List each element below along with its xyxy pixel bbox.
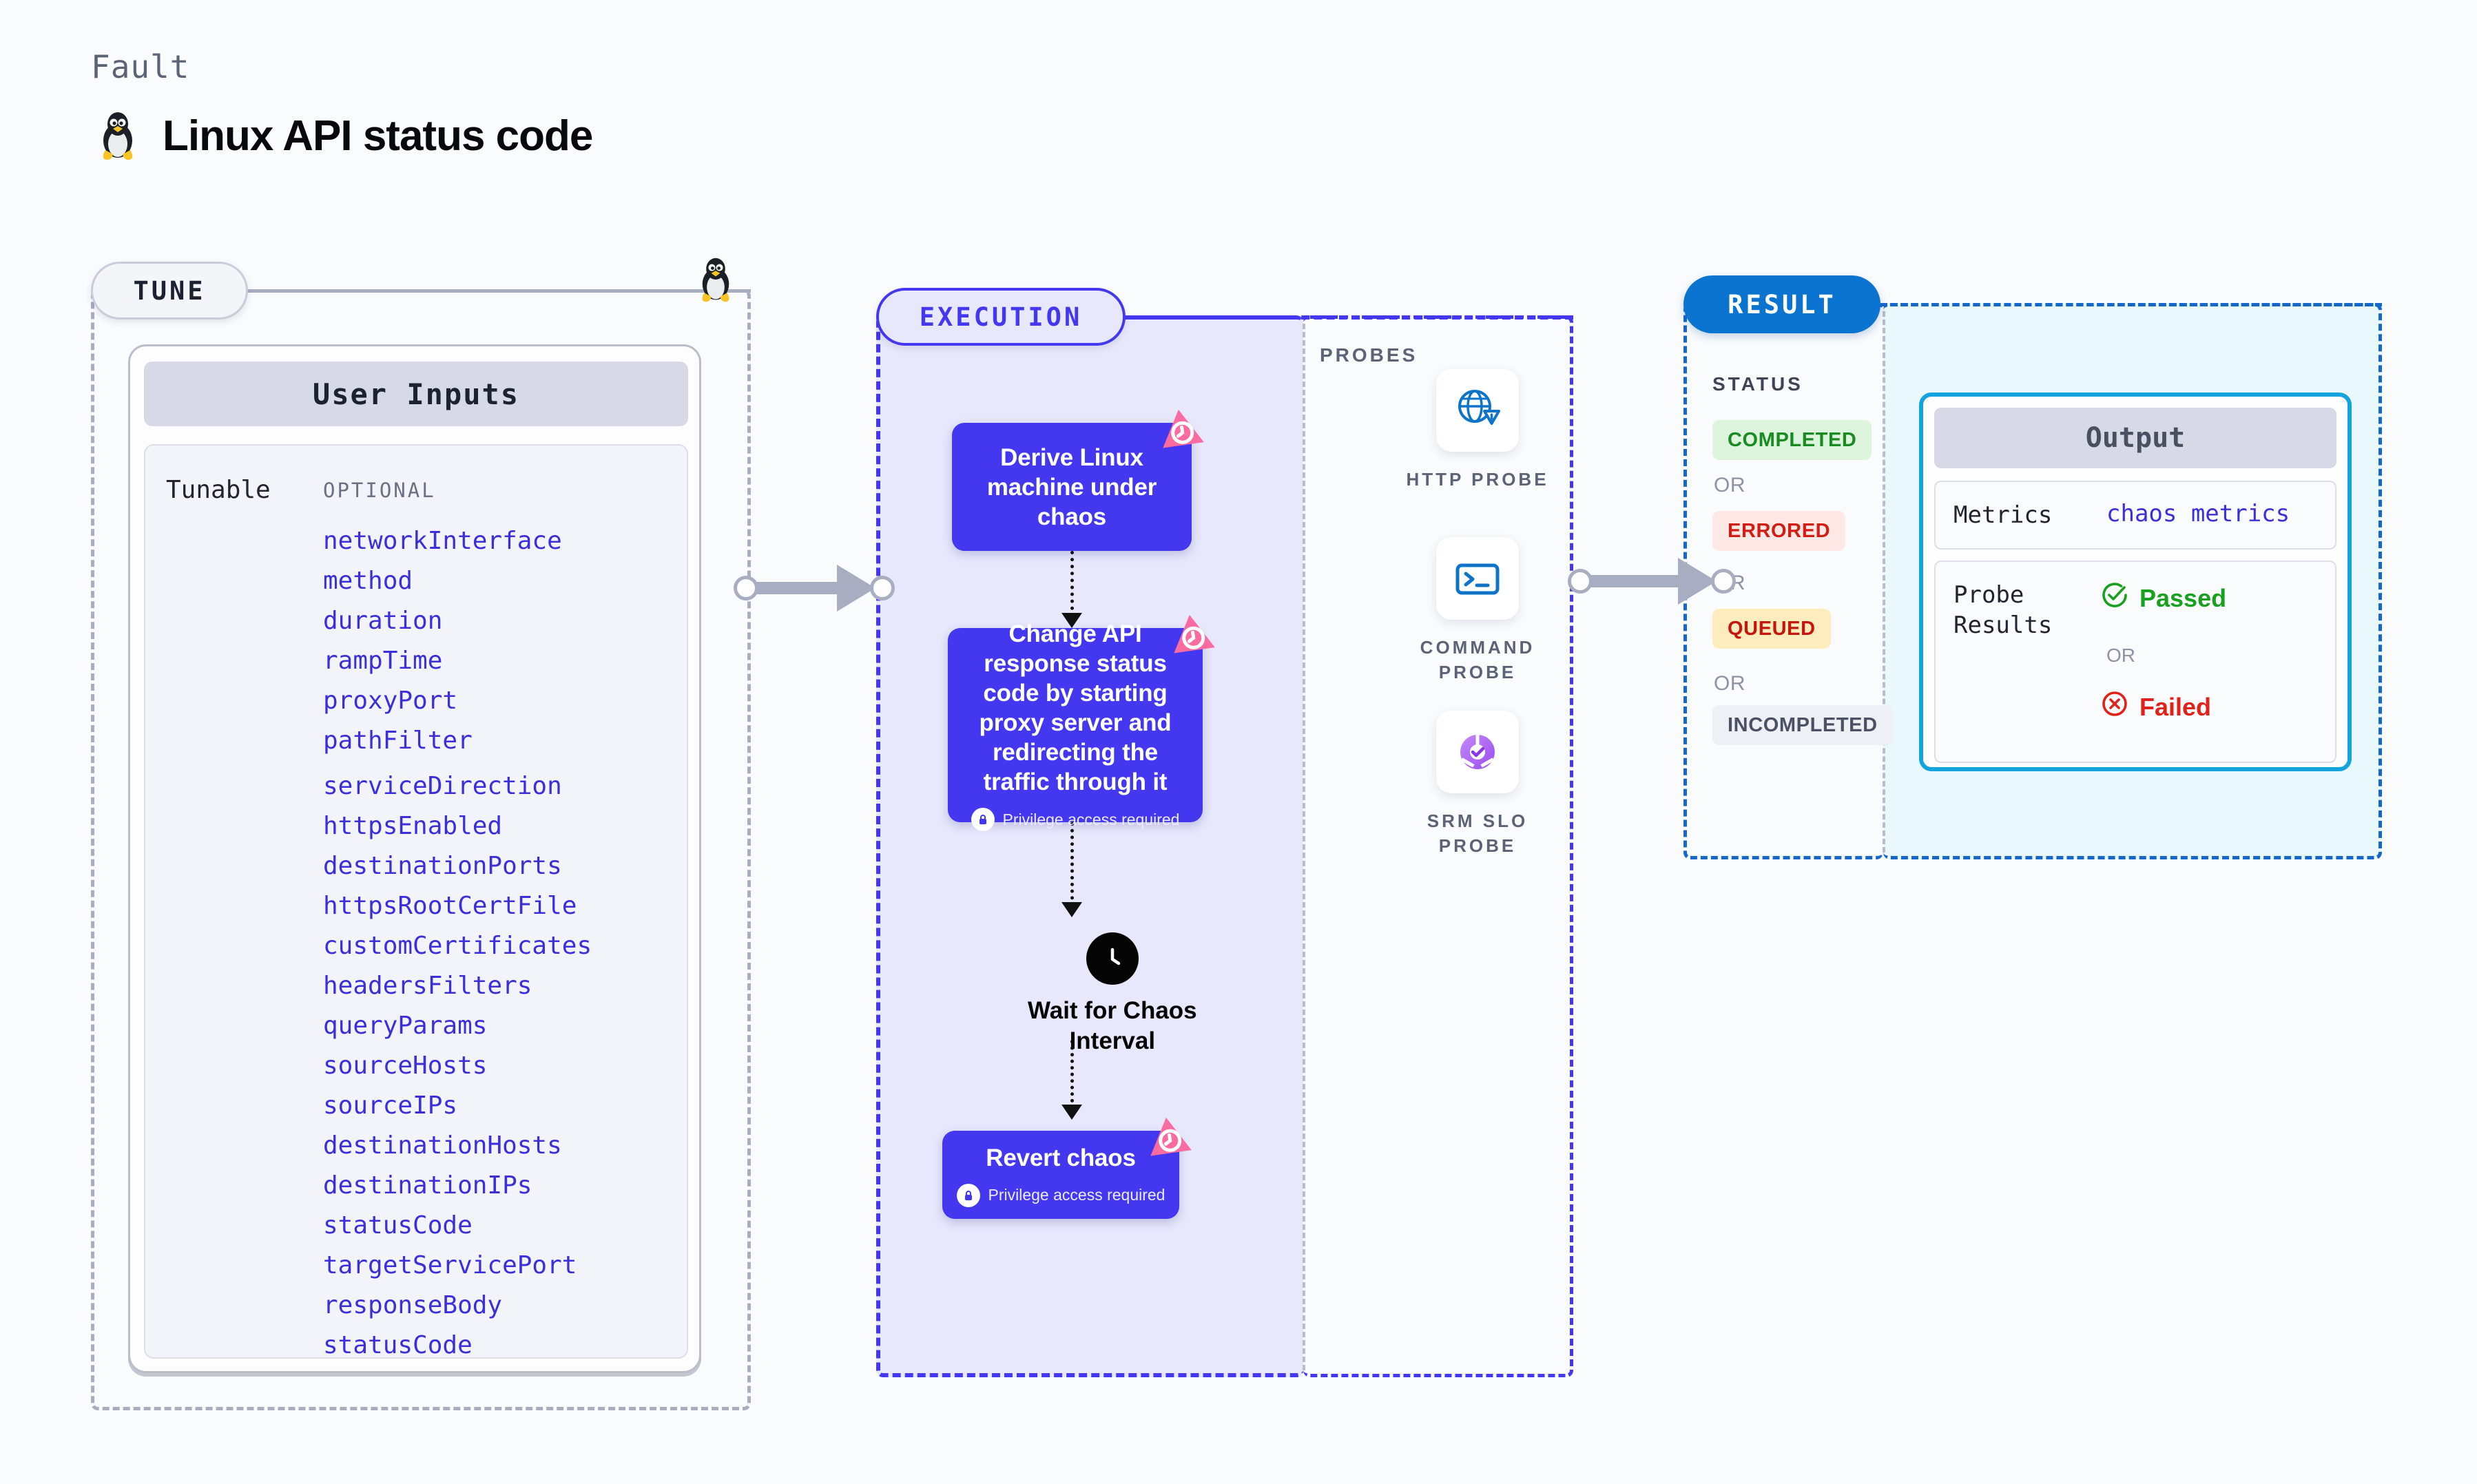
wait-node-label: Wait for Chaos Interval bbox=[1028, 997, 1197, 1054]
param-item[interactable]: httpsRootCertFile bbox=[323, 892, 577, 920]
status-badge-errored: ERRORED bbox=[1712, 511, 1846, 551]
metrics-value[interactable]: chaos metrics bbox=[2106, 500, 2290, 527]
execution-node-change-status-code[interactable]: Change API response status code by start… bbox=[948, 614, 1215, 831]
user-inputs-title: User Inputs bbox=[144, 362, 688, 426]
execution-to-result-arrow bbox=[1568, 558, 1740, 605]
execution-node-revert-chaos[interactable]: Revert chaos Privilege access required bbox=[942, 1117, 1192, 1219]
param-item[interactable]: destinationPorts bbox=[323, 852, 562, 880]
param-item[interactable]: targetServicePort bbox=[323, 1251, 577, 1279]
slo-donut-check-icon bbox=[1436, 711, 1519, 793]
page-title: Linux API status code bbox=[163, 112, 593, 160]
tunable-param-list: networkInterface method duration rampTim… bbox=[323, 521, 681, 1366]
node-title: Change API response status code by start… bbox=[979, 620, 1172, 795]
probe-results-key: Probe Results bbox=[1953, 581, 2053, 639]
user-inputs-card: User Inputs Tunable OPTIONAL networkInte… bbox=[128, 344, 701, 1373]
or-separator: OR bbox=[1714, 474, 1745, 497]
flow-arrowhead-icon bbox=[1061, 902, 1082, 917]
status-badge-queued: QUEUED bbox=[1712, 609, 1831, 649]
probe-http[interactable]: HTTP PROBE bbox=[1395, 369, 1560, 492]
failed-label: Failed bbox=[2139, 692, 2212, 721]
optional-label: OPTIONAL bbox=[323, 479, 436, 502]
lock-icon bbox=[956, 1183, 980, 1207]
chaos-clock-badge-icon bbox=[1150, 406, 1208, 464]
node-title: Derive Linux machine under chaos bbox=[986, 443, 1157, 530]
flow-connector bbox=[1070, 1040, 1074, 1116]
globe-warning-icon bbox=[1436, 369, 1519, 452]
param-item[interactable]: destinationIPs bbox=[323, 1171, 532, 1200]
probe-label: SRM SLO PROBE bbox=[1427, 811, 1528, 856]
probe-result-passed: Passed bbox=[2101, 581, 2226, 615]
param-item[interactable]: networkInterface bbox=[323, 527, 562, 555]
or-separator: OR bbox=[2106, 645, 2135, 666]
probe-result-failed: Failed bbox=[2101, 690, 2211, 724]
param-item[interactable]: responseBody bbox=[323, 1291, 503, 1319]
node-title: Revert chaos bbox=[986, 1144, 1136, 1171]
linux-tux-marker-icon bbox=[696, 256, 736, 306]
or-separator: OR bbox=[1714, 672, 1745, 695]
param-item[interactable]: queryParams bbox=[323, 1012, 488, 1040]
user-inputs-body: Tunable OPTIONAL networkInterface method… bbox=[144, 444, 688, 1359]
chaos-clock-badge-icon bbox=[1161, 612, 1219, 669]
fault-kicker: Fault bbox=[91, 48, 190, 85]
flow-arrowhead-icon bbox=[1061, 1105, 1082, 1120]
param-item[interactable]: pathFilter bbox=[323, 727, 473, 755]
linux-tux-icon bbox=[96, 110, 139, 161]
clock-icon bbox=[1086, 932, 1139, 985]
output-row-metrics: Metrics chaos metrics bbox=[1934, 481, 2336, 550]
param-item[interactable]: duration bbox=[323, 607, 443, 635]
tunable-label: Tunable bbox=[166, 476, 271, 504]
param-item[interactable]: statusCode bbox=[323, 1331, 473, 1359]
flow-connector bbox=[1070, 551, 1074, 624]
x-circle-icon bbox=[2101, 690, 2128, 724]
terminal-icon bbox=[1436, 537, 1519, 620]
param-item[interactable]: httpsEnabled bbox=[323, 812, 503, 840]
param-item[interactable]: method bbox=[323, 567, 413, 595]
status-badge-incompleted: INCOMPLETED bbox=[1712, 705, 1893, 745]
tune-pill[interactable]: TUNE bbox=[91, 262, 248, 320]
param-item[interactable]: destinationHosts bbox=[323, 1131, 562, 1160]
privilege-badge: Privilege access required bbox=[956, 1183, 1165, 1207]
result-leader-line bbox=[1880, 303, 2382, 306]
privilege-label: Privilege access required bbox=[1002, 810, 1180, 828]
status-title: STATUS bbox=[1712, 373, 1803, 395]
tune-to-execution-arrow bbox=[734, 565, 899, 612]
result-pill[interactable]: RESULT bbox=[1683, 275, 1880, 333]
probes-title: PROBES bbox=[1320, 344, 1418, 366]
passed-label: Passed bbox=[2139, 583, 2227, 612]
metrics-key: Metrics bbox=[1953, 501, 2053, 529]
execution-node-derive[interactable]: Derive Linux machine under chaos bbox=[952, 409, 1204, 551]
page-title-row: Linux API status code bbox=[96, 110, 593, 161]
param-item[interactable]: statusCode bbox=[323, 1211, 473, 1240]
lock-icon bbox=[971, 808, 995, 831]
param-item[interactable]: customCertificates bbox=[323, 932, 592, 960]
param-item[interactable]: proxyPort bbox=[323, 687, 458, 715]
param-item[interactable]: serviceDirection bbox=[323, 772, 562, 800]
param-item[interactable]: headersFilters bbox=[323, 972, 532, 1000]
probe-srm-slo[interactable]: SRM SLO PROBE bbox=[1395, 711, 1560, 858]
output-card: Output Metrics chaos metrics Probe Resul… bbox=[1919, 393, 2352, 771]
probes-region bbox=[1303, 315, 1573, 1377]
probe-label: COMMAND PROBE bbox=[1420, 637, 1535, 682]
privilege-label: Privilege access required bbox=[988, 1186, 1165, 1204]
param-item[interactable]: sourceIPs bbox=[323, 1091, 458, 1120]
execution-leader-line bbox=[1126, 315, 1573, 320]
param-item[interactable]: sourceHosts bbox=[323, 1052, 488, 1080]
privilege-badge: Privilege access required bbox=[971, 808, 1180, 831]
wait-for-chaos-interval-node[interactable]: Wait for Chaos Interval bbox=[1028, 932, 1197, 1056]
probe-label: HTTP PROBE bbox=[1406, 469, 1549, 490]
flow-connector bbox=[1070, 822, 1074, 913]
status-badge-completed: COMPLETED bbox=[1712, 420, 1872, 460]
tune-leader-line bbox=[248, 289, 751, 293]
param-item[interactable]: rampTime bbox=[323, 647, 443, 675]
execution-pill[interactable]: EXECUTION bbox=[876, 288, 1126, 346]
chaos-clock-badge-icon bbox=[1138, 1114, 1196, 1172]
result-divider bbox=[1883, 311, 1885, 853]
output-row-probe-results: Probe Results Passed OR bbox=[1934, 561, 2336, 763]
flow-arrowhead-icon bbox=[1061, 613, 1082, 628]
probe-command[interactable]: COMMAND PROBE bbox=[1395, 537, 1560, 684]
probes-divider bbox=[1303, 324, 1305, 1370]
check-circle-icon bbox=[2101, 581, 2128, 615]
output-title: Output bbox=[1934, 408, 2336, 468]
